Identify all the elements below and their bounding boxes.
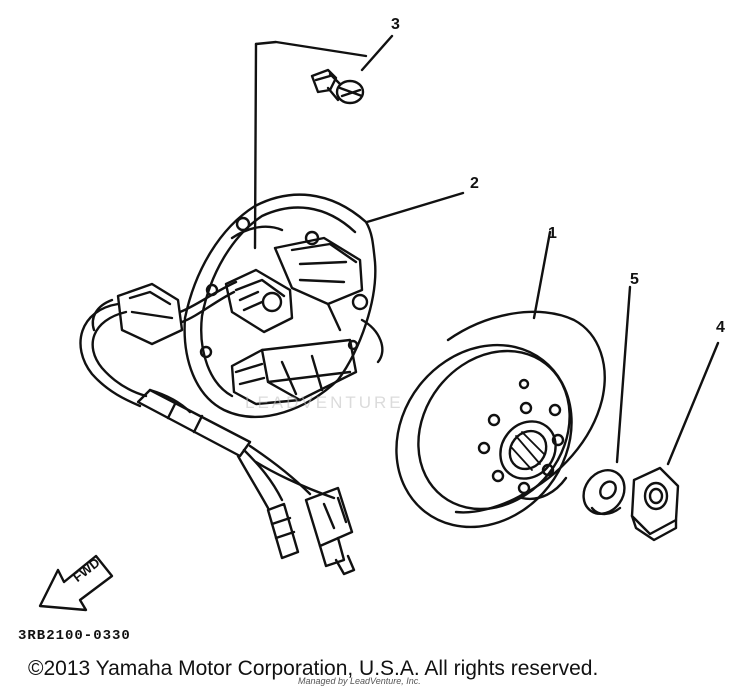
callout-3: 3 xyxy=(391,16,400,33)
nut-part-4 xyxy=(630,466,680,542)
copyright-notice: ©2013 Yamaha Motor Corporation, U.S.A. A… xyxy=(28,657,599,680)
stator-assembly-part-2 xyxy=(183,193,384,419)
callout-4: 4 xyxy=(716,319,725,336)
callout-1: 1 xyxy=(548,225,557,242)
fwd-arrow-icon xyxy=(38,554,114,612)
watermark: LEADVENTURE xyxy=(245,393,404,412)
washer-part-5 xyxy=(582,469,626,516)
credit-line: Managed by LeadVenture, Inc. xyxy=(298,676,421,686)
callout-5: 5 xyxy=(630,271,639,288)
wire-harness xyxy=(79,280,356,576)
callout-2: 2 xyxy=(470,175,479,192)
flywheel-rotor-part-1 xyxy=(395,310,606,529)
leader-lines xyxy=(253,34,720,466)
screw-part-3 xyxy=(310,68,365,105)
diagram-code: 3RB2100-0330 xyxy=(18,628,131,644)
